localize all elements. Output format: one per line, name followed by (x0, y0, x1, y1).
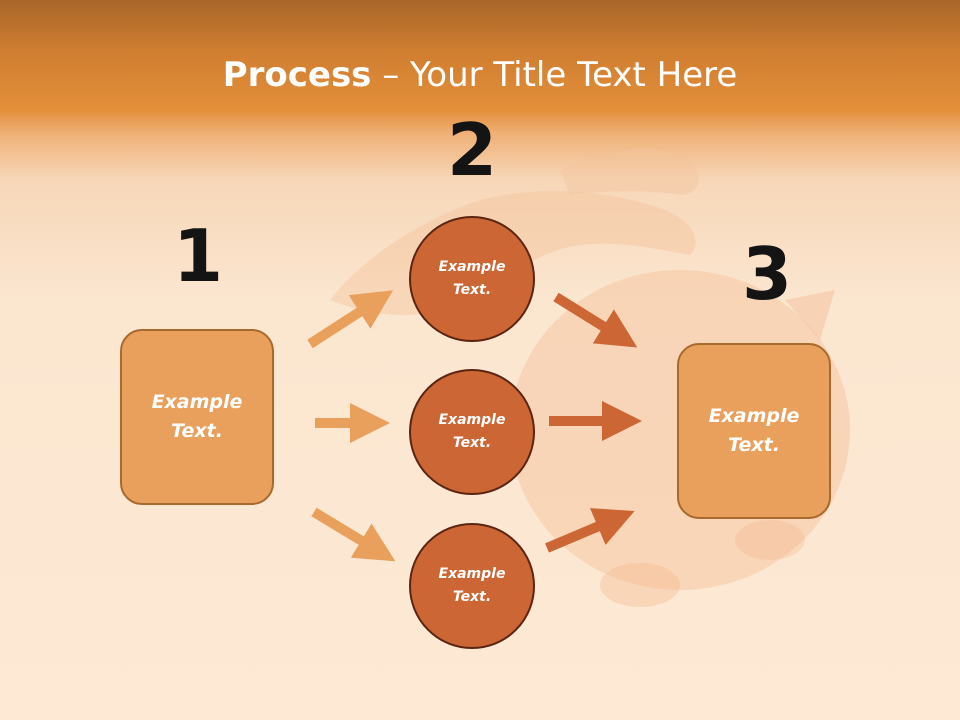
step-number-3: 3 (741, 232, 793, 316)
piggy-ear (785, 290, 835, 340)
piggy-leg-left (600, 563, 680, 607)
slide-title: Process – Your Title Text Here (0, 52, 960, 98)
step-3-text: Example Text. (708, 405, 800, 456)
step-2-circle-bottom-text: Example Text. (438, 566, 506, 605)
title-rest: – Your Title Text Here (371, 55, 738, 95)
arrow-1-to-2-bottom (311, 507, 396, 562)
step-2-circle-middle[interactable]: Example Text. (409, 369, 535, 495)
step-number-1: 1 (172, 214, 224, 298)
step-2-circle-top-text: Example Text. (438, 259, 506, 298)
arrow-2-bottom-to-3 (545, 508, 635, 553)
piggy-leg-right (735, 520, 805, 560)
step-1-box[interactable]: Example Text. (120, 329, 274, 505)
title-bold: Process (222, 55, 372, 95)
step-2-circle-top[interactable]: Example Text. (409, 216, 535, 342)
arrow-2-top-to-3 (553, 292, 638, 348)
step-1-text: Example Text. (151, 391, 243, 442)
step-3-box[interactable]: Example Text. (677, 343, 831, 519)
finger-shape (560, 149, 699, 195)
step-number-2: 2 (446, 108, 498, 192)
step-2-circle-bottom[interactable]: Example Text. (409, 523, 535, 649)
arrow-1-to-2-top (307, 290, 394, 349)
step-2-circle-middle-text: Example Text. (438, 412, 506, 451)
